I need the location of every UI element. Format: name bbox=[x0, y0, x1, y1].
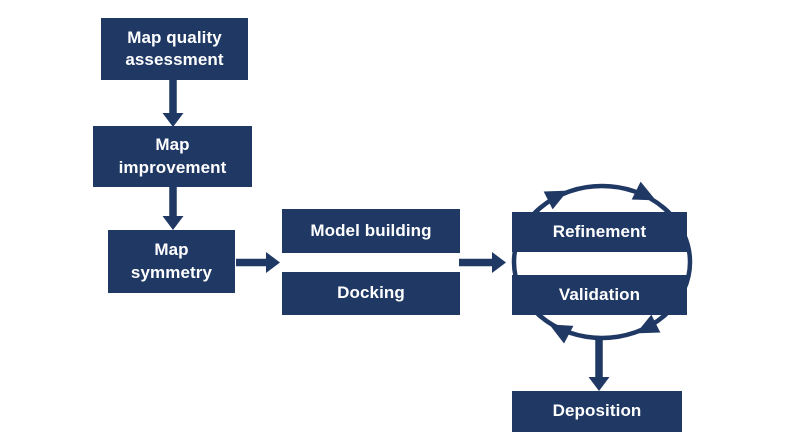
node-label: Refinement bbox=[552, 221, 647, 241]
node-label: Validation bbox=[558, 284, 641, 304]
node-label: Map quality assessment bbox=[125, 27, 224, 69]
node-validation: Validation bbox=[512, 275, 687, 315]
node-label: Model building bbox=[310, 220, 432, 240]
node-docking: Docking bbox=[282, 272, 460, 315]
node-model-building: Model building bbox=[282, 209, 460, 253]
node-label: Docking bbox=[337, 283, 405, 303]
node-map-improvement: Map improvement bbox=[93, 126, 252, 187]
arrow-cycle-to-deposition-icon bbox=[588, 338, 610, 391]
node-label: Map improvement bbox=[118, 135, 227, 177]
cycle-arrows-icon bbox=[511, 181, 693, 344]
arrow-improvement-to-symmetry-icon bbox=[162, 187, 184, 230]
node-label: Deposition bbox=[552, 401, 642, 421]
arrow-symmetry-to-building-icon bbox=[236, 252, 280, 273]
node-label: Map symmetry bbox=[130, 240, 213, 282]
arrow-assessment-to-improvement-icon bbox=[162, 80, 184, 127]
arrow-building-to-refinement-icon bbox=[459, 252, 506, 273]
node-refinement: Refinement bbox=[512, 212, 687, 252]
node-map-quality-assessment: Map quality assessment bbox=[101, 18, 248, 80]
node-map-symmetry: Map symmetry bbox=[108, 230, 235, 293]
node-deposition: Deposition bbox=[512, 391, 682, 432]
